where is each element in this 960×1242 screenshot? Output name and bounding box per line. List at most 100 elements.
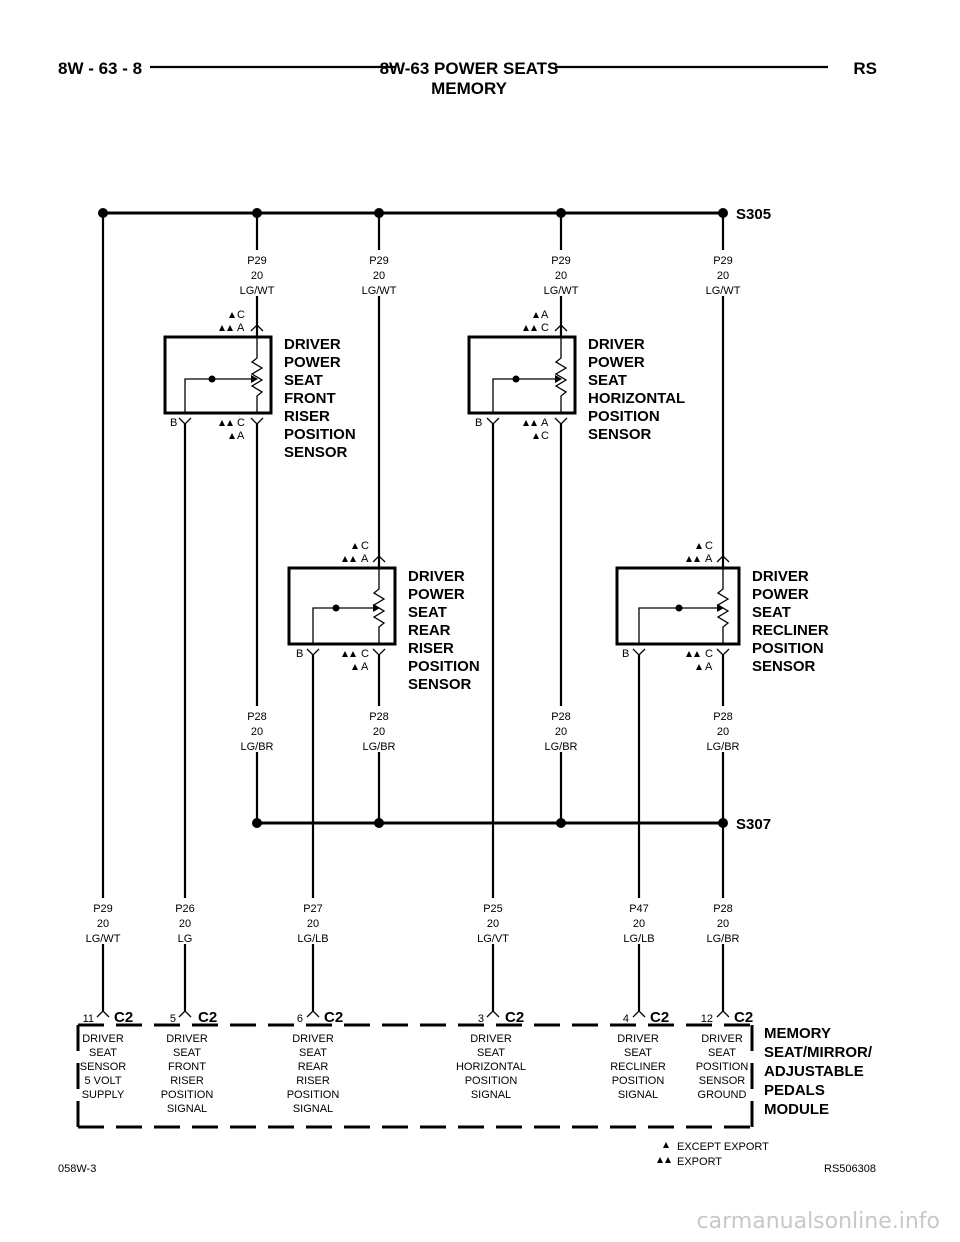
- svg-text:LG/BR: LG/BR: [706, 933, 739, 945]
- wire-label: P29 20 LG/WT: [240, 255, 275, 297]
- svg-text:SEAT: SEAT: [624, 1047, 652, 1059]
- svg-text:HORIZONTAL: HORIZONTAL: [456, 1061, 526, 1073]
- module-name: MEMORY SEAT/MIRROR/ ADJUSTABLE PEDALS MO…: [764, 1025, 873, 1118]
- svg-text:POWER: POWER: [284, 354, 341, 371]
- memory-module: 11 C2 5 C2 6 C2 3 C2 4 C2 12 C2: [76, 1009, 873, 1129]
- svg-text:C2: C2: [198, 1009, 217, 1026]
- svg-text:C: C: [541, 430, 549, 442]
- pin-label: DRIVER SEAT RECLINER POSITION SIGNAL: [610, 1033, 666, 1101]
- wire-label: P29 20 LG/WT: [86, 903, 121, 945]
- svg-text:DRIVER: DRIVER: [408, 568, 465, 585]
- svg-text:POSITION: POSITION: [287, 1089, 340, 1101]
- svg-text:LG: LG: [178, 933, 193, 945]
- svg-text:A: A: [361, 553, 369, 565]
- svg-text:POWER: POWER: [752, 586, 809, 603]
- svg-text:SIGNAL: SIGNAL: [471, 1089, 511, 1101]
- svg-text:POWER: POWER: [408, 586, 465, 603]
- svg-text:20: 20: [555, 270, 567, 282]
- svg-text:POSITION: POSITION: [612, 1075, 665, 1087]
- wire-label: P26 20 LG: [175, 903, 195, 945]
- section-code: RS: [853, 59, 877, 78]
- legend: EXCEPT EXPORT EXPORT: [657, 1141, 769, 1168]
- svg-text:5 VOLT: 5 VOLT: [84, 1075, 121, 1087]
- svg-text:P28: P28: [713, 903, 733, 915]
- svg-text:A: A: [541, 417, 549, 429]
- module-pin: 6 C2: [297, 1009, 343, 1026]
- svg-text:SEAT: SEAT: [284, 372, 323, 389]
- svg-text:SEAT: SEAT: [173, 1047, 201, 1059]
- svg-text:LG/BR: LG/BR: [362, 741, 395, 753]
- wire-label: P28 20 LG/BR: [362, 711, 395, 753]
- svg-text:DRIVER: DRIVER: [752, 568, 809, 585]
- svg-text:POSITION: POSITION: [408, 658, 480, 675]
- double-triangle-icon: [657, 1157, 663, 1163]
- svg-text:SEAT: SEAT: [588, 372, 627, 389]
- pin-label: DRIVER SEAT FRONT RISER POSITION SIGNAL: [161, 1033, 214, 1115]
- svg-text:A: A: [237, 430, 245, 442]
- svg-text:20: 20: [717, 726, 729, 738]
- sensor-horizontal: A C B A C DRIVER POWER SEAT HORIZONTAL P…: [467, 309, 685, 443]
- svg-text:SEAT: SEAT: [408, 604, 447, 621]
- wire-label: P28 20 LG/BR: [544, 711, 577, 753]
- svg-text:SEAT/MIRROR/: SEAT/MIRROR/: [764, 1044, 873, 1061]
- footer-left-code: 058W-3: [58, 1163, 96, 1175]
- svg-text:C: C: [705, 648, 713, 660]
- legend-double: EXPORT: [677, 1156, 722, 1168]
- svg-text:DRIVER: DRIVER: [166, 1033, 208, 1045]
- svg-text:A: A: [541, 309, 549, 321]
- watermark: carmanualsonline.info: [697, 1209, 940, 1234]
- svg-text:DRIVER: DRIVER: [617, 1033, 659, 1045]
- svg-text:C2: C2: [114, 1009, 133, 1026]
- sensor-recliner: C A B C A DRIVER POWER SEAT RECLINER POS…: [615, 540, 829, 675]
- svg-text:P28: P28: [551, 711, 571, 723]
- pin-label: DRIVER SEAT POSITION SENSOR GROUND: [696, 1033, 749, 1101]
- svg-text:FRONT: FRONT: [168, 1061, 206, 1073]
- svg-text:P28: P28: [247, 711, 267, 723]
- single-triangle-icon: [533, 312, 539, 318]
- svg-text:POSITION: POSITION: [161, 1089, 214, 1101]
- svg-text:SIGNAL: SIGNAL: [293, 1103, 333, 1115]
- svg-text:PEDALS: PEDALS: [764, 1082, 825, 1099]
- svg-text:REAR: REAR: [408, 622, 451, 639]
- svg-text:P28: P28: [369, 711, 389, 723]
- svg-text:POSITION: POSITION: [588, 408, 660, 425]
- wire-label: P28 20 LG/BR: [706, 711, 739, 753]
- svg-text:DRIVER: DRIVER: [82, 1033, 124, 1045]
- single-triangle-icon: [663, 1142, 669, 1148]
- wires: [101, 213, 725, 1011]
- svg-text:MEMORY: MEMORY: [764, 1025, 831, 1042]
- svg-text:ADJUSTABLE: ADJUSTABLE: [764, 1063, 864, 1080]
- wire-labels: P29 20 LG/WT P29 20 LG/WT P29 20 LG/WT P…: [86, 255, 741, 945]
- legend-single: EXCEPT EXPORT: [677, 1141, 769, 1153]
- wire-label: P28 20 LG/BR: [706, 903, 739, 945]
- svg-text:LG/LB: LG/LB: [623, 933, 654, 945]
- wire-label: P29 20 LG/WT: [362, 255, 397, 297]
- svg-text:20: 20: [373, 270, 385, 282]
- svg-text:POSITION: POSITION: [465, 1075, 518, 1087]
- svg-text:20: 20: [555, 726, 567, 738]
- wire-label: P28 20 LG/BR: [240, 711, 273, 753]
- page-title: 8W-63 POWER SEATS: [380, 59, 559, 78]
- module-pin: 4 C2: [623, 1009, 669, 1026]
- svg-text:DRIVER: DRIVER: [284, 336, 341, 353]
- single-triangle-icon: [352, 543, 358, 549]
- svg-text:P47: P47: [629, 903, 649, 915]
- svg-text:20: 20: [251, 726, 263, 738]
- svg-text:LG/LB: LG/LB: [297, 933, 328, 945]
- svg-text:RISER: RISER: [284, 408, 330, 425]
- svg-text:A: A: [705, 661, 713, 673]
- svg-text:4: 4: [623, 1013, 629, 1025]
- svg-text:C: C: [541, 322, 549, 334]
- single-triangle-icon: [696, 543, 702, 549]
- svg-text:B: B: [170, 417, 177, 429]
- svg-text:20: 20: [487, 918, 499, 930]
- svg-text:P28: P28: [713, 711, 733, 723]
- module-pin: 3 C2: [478, 1009, 524, 1026]
- svg-text:20: 20: [97, 918, 109, 930]
- svg-text:HORIZONTAL: HORIZONTAL: [588, 390, 685, 407]
- svg-text:DRIVER: DRIVER: [701, 1033, 743, 1045]
- svg-text:B: B: [475, 417, 482, 429]
- svg-text:SENSOR: SENSOR: [408, 676, 472, 693]
- svg-text:20: 20: [373, 726, 385, 738]
